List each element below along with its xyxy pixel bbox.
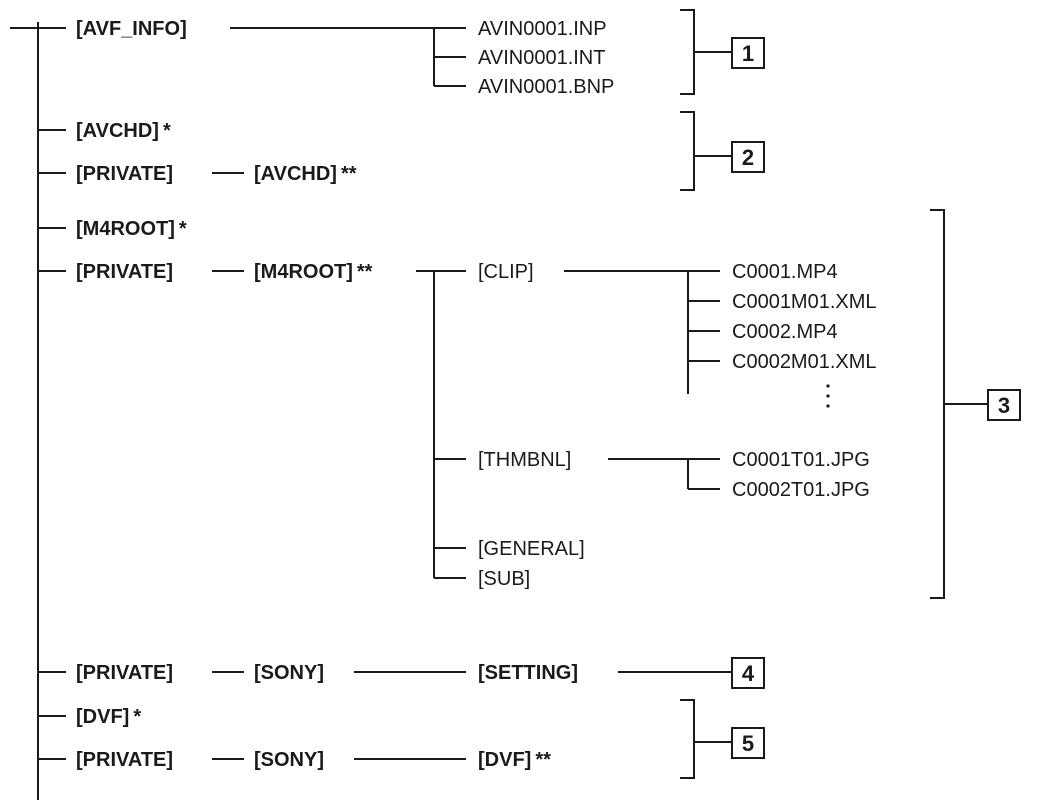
vertical-ellipsis — [826, 384, 830, 408]
group-label-box-5 — [731, 727, 765, 759]
folder-m4root-root: [M4ROOT]* — [76, 218, 187, 240]
bracket-group-1 — [680, 9, 695, 95]
file-avin0001-int: AVIN0001.INT — [478, 47, 605, 69]
folder-dvf-private: [DVF]** — [478, 749, 551, 771]
folder-sony-1: [SONY] — [254, 662, 324, 684]
group-label-5: 5 — [742, 731, 754, 756]
bracket-group-5 — [680, 699, 695, 779]
group-label-box-4 — [731, 657, 765, 689]
bracket-group-3 — [930, 209, 945, 599]
group-label-box-2 — [731, 141, 765, 173]
folder-private-2: [PRIVATE] — [76, 261, 173, 283]
group-label-1: 1 — [742, 41, 754, 66]
folder-avchd-private: [AVCHD]** — [254, 163, 357, 185]
file-c0001-mp4: C0001.MP4 — [732, 261, 838, 283]
file-c0001m01-xml: C0001M01.XML — [732, 291, 877, 313]
folder-private-3: [PRIVATE] — [76, 662, 173, 684]
folder-m4root-private: [M4ROOT]** — [254, 261, 373, 283]
group-label-4: 4 — [742, 661, 755, 686]
group-label-2: 2 — [742, 145, 754, 170]
group-label-box-1 — [731, 37, 765, 69]
file-c0002m01-xml: C0002M01.XML — [732, 351, 877, 373]
file-avin0001-inp: AVIN0001.INP — [478, 18, 607, 40]
folder-private-4: [PRIVATE] — [76, 749, 173, 771]
file-avin0001-bnp: AVIN0001.BNP — [478, 76, 614, 98]
folder-avchd-root: [AVCHD]* — [76, 120, 171, 142]
group-label-3: 3 — [998, 393, 1010, 418]
group-label-box-3 — [987, 389, 1021, 421]
bracket-group-2 — [680, 111, 695, 191]
folder-setting: [SETTING] — [478, 662, 578, 684]
folder-dvf-root: [DVF]* — [76, 706, 141, 728]
folder-sony-2: [SONY] — [254, 749, 324, 771]
folder-thmbnl: [THMBNL] — [478, 449, 571, 471]
folder-private-1: [PRIVATE] — [76, 163, 173, 185]
folder-general: [GENERAL] — [478, 538, 585, 560]
folder-sub: [SUB] — [478, 568, 530, 590]
file-c0002t01-jpg: C0002T01.JPG — [732, 479, 870, 501]
file-c0001t01-jpg: C0001T01.JPG — [732, 449, 870, 471]
folder-clip: [CLIP] — [478, 261, 534, 283]
folder-avf-info: [AVF_INFO] — [76, 18, 187, 40]
file-c0002-mp4: C0002.MP4 — [732, 321, 838, 343]
